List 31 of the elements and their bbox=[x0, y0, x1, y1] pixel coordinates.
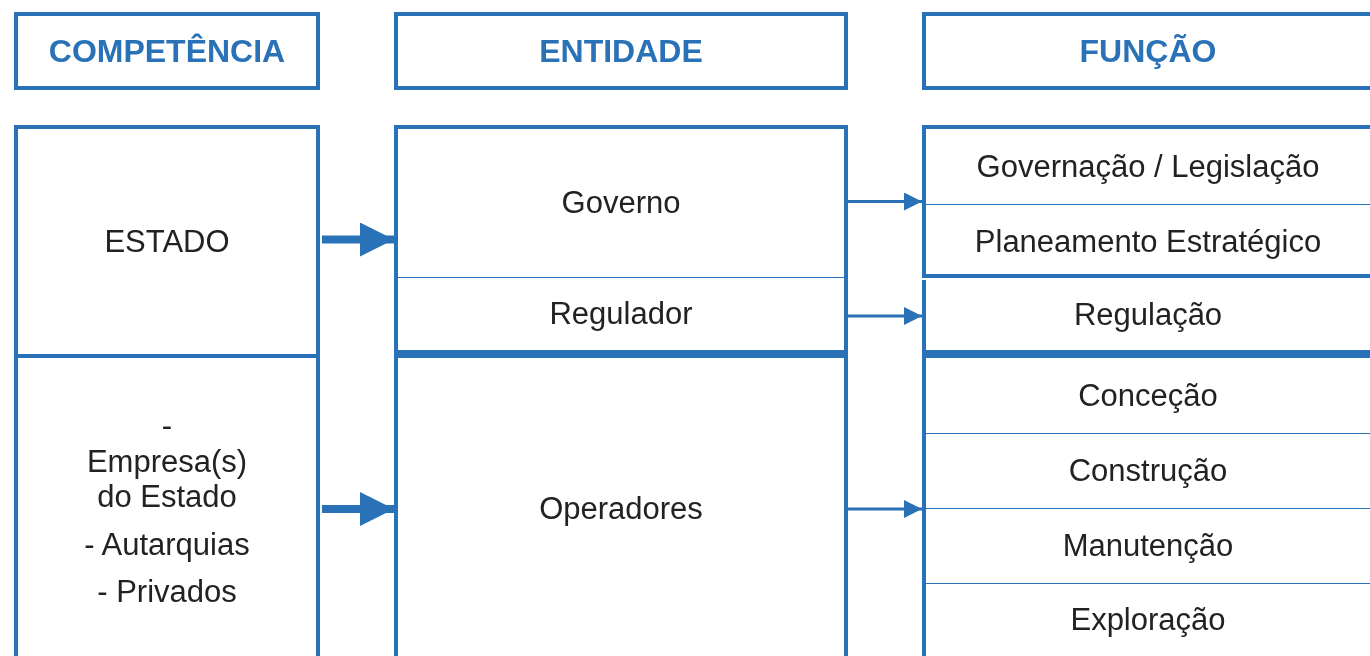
header-text: ENTIDADE bbox=[539, 32, 703, 70]
node-text: - Privados bbox=[97, 574, 237, 611]
category-box bbox=[14, 354, 320, 656]
arrow bbox=[848, 500, 922, 518]
header-text: COMPETÊNCIA bbox=[48, 32, 286, 70]
column-header bbox=[922, 12, 1370, 90]
node-text: Conceção bbox=[1078, 377, 1218, 414]
node-text: Operadores bbox=[539, 491, 703, 527]
entity-box bbox=[394, 278, 848, 354]
node-text: ESTADO bbox=[104, 223, 230, 260]
node-text: - Empresa(s) do Estado bbox=[85, 407, 249, 515]
node-text: Manutenção bbox=[1062, 528, 1234, 564]
arrow bbox=[848, 307, 922, 325]
entity-box bbox=[394, 354, 848, 656]
node-text: - Autarquias bbox=[84, 526, 250, 563]
function-group-box bbox=[922, 125, 1370, 278]
function-group-box bbox=[922, 354, 1370, 656]
arrow bbox=[848, 192, 922, 211]
node-text: Exploração bbox=[1070, 602, 1226, 638]
node-text: Planeamento Estratégico bbox=[974, 223, 1322, 260]
category-box bbox=[14, 125, 320, 354]
column-header bbox=[14, 12, 320, 90]
node-text: Regulação bbox=[1073, 297, 1223, 333]
node-text: Governo bbox=[561, 185, 681, 221]
function-box bbox=[922, 280, 1370, 354]
node-text: Construção bbox=[1068, 453, 1228, 489]
column-header bbox=[394, 12, 848, 90]
node-text: Regulador bbox=[549, 296, 693, 332]
header-text: FUNÇÃO bbox=[1079, 32, 1217, 70]
entity-box bbox=[394, 125, 848, 278]
node-text: Governação / Legislação bbox=[976, 148, 1320, 185]
